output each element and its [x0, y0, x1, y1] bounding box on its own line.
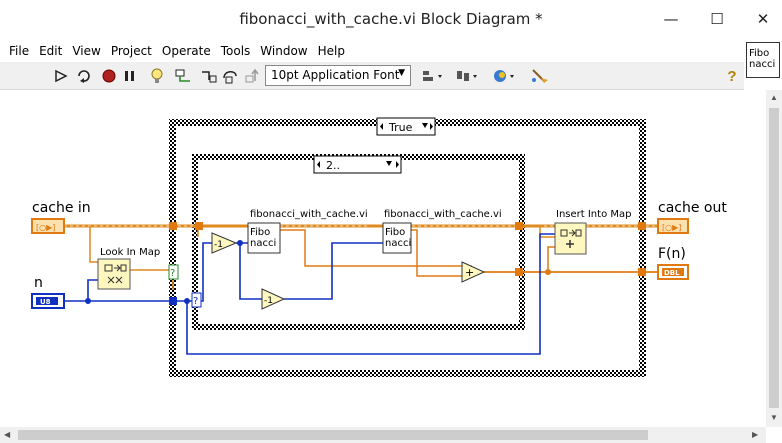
run-continuously-icon[interactable] [74, 66, 94, 86]
found-question: ? [170, 268, 175, 279]
close-button[interactable]: ✕ [756, 10, 770, 28]
svg-text:[○▶]: [○▶] [36, 223, 55, 232]
look-in-map-node[interactable]: Look In Map [97, 247, 160, 290]
fibonacci-subvi-2[interactable]: fibonacci_with_cache.vi Fibo nacci [382, 209, 502, 254]
horizontal-scrollbar[interactable]: ◀ ▶ [0, 427, 766, 443]
fibonacci-subvi-1[interactable]: fibonacci_with_cache.vi Fibo nacci [247, 209, 368, 254]
scroll-left-icon[interactable]: ◀ [4, 430, 11, 439]
menu-window[interactable]: Window [260, 44, 308, 58]
insert-into-map-node[interactable]: Insert Into Map [554, 209, 631, 255]
align-objects-icon[interactable] [420, 66, 448, 86]
horizontal-scroll-thumb[interactable] [18, 430, 648, 440]
reorder-icon[interactable] [492, 66, 520, 86]
vertical-scrollbar[interactable]: ▲ ▼ [766, 90, 782, 427]
font-select-value: 10pt Application Font [271, 68, 400, 82]
outer-case-selector[interactable]: True [376, 117, 436, 136]
decrement-node-1[interactable]: -1 [211, 232, 238, 254]
fn-terminal[interactable]: F(n) DBL [657, 246, 689, 280]
int-wire[interactable] [64, 233, 555, 355]
retain-wire-values-icon[interactable] [173, 66, 193, 86]
scroll-right-icon[interactable]: ▶ [752, 430, 759, 439]
step-over-icon[interactable] [221, 66, 241, 86]
step-out-icon[interactable] [243, 66, 263, 86]
look-in-map-label: Look In Map [100, 247, 160, 258]
clean-up-diagram-icon[interactable] [528, 66, 552, 86]
svg-text:[○▶]: [○▶] [662, 223, 681, 232]
menu-file[interactable]: File [9, 44, 30, 58]
menu-tools[interactable]: Tools [220, 44, 251, 58]
toolbar: 10pt Application Font ▼ ? [0, 62, 744, 90]
add-node[interactable]: + [461, 261, 486, 283]
distribute-objects-icon[interactable] [455, 66, 483, 86]
run-arrow-icon[interactable] [52, 66, 72, 86]
tunnels [85, 222, 646, 305]
menu-operate[interactable]: Operate [161, 44, 211, 58]
inner-case-selector[interactable]: 2.. [313, 155, 402, 174]
vi-icon-line2: nacci [749, 59, 776, 70]
chevron-down-icon: ▼ [398, 68, 405, 78]
dbl-wire[interactable] [172, 246, 658, 290]
n-label: n [34, 275, 43, 291]
window-title: fibonacci_with_cache.vi Block Diagram * [239, 10, 543, 28]
subvi-2-icon-l1: Fibo [385, 227, 405, 238]
subvi-2-icon-l2: nacci [385, 238, 411, 249]
menu-view[interactable]: View [72, 44, 101, 58]
add-label: + [465, 266, 474, 279]
cache-out-label: cache out [658, 200, 727, 216]
font-select[interactable]: 10pt Application Font ▼ [265, 65, 411, 86]
cache-in-terminal[interactable]: cache in [○▶] [31, 200, 91, 234]
pause-icon[interactable] [120, 66, 140, 86]
minimize-button[interactable]: — [663, 10, 679, 28]
inner-selector-terminal[interactable]: ? [191, 292, 202, 308]
decrement-1-label: -1 [214, 240, 223, 250]
outer-selector-terminal[interactable]: ? [168, 264, 179, 280]
n-type-label: U8 [40, 298, 51, 306]
scroll-down-icon[interactable]: ▼ [770, 413, 778, 422]
fn-label: F(n) [658, 246, 686, 262]
menu-project[interactable]: Project [110, 44, 152, 58]
fn-type-label: DBL [664, 269, 680, 277]
block-diagram-canvas[interactable]: True 2.. [0, 90, 766, 427]
menu-edit[interactable]: Edit [39, 44, 63, 58]
abort-icon[interactable] [99, 66, 119, 86]
diagram-svg: True 2.. [31, 117, 727, 377]
scroll-up-icon[interactable]: ▲ [770, 93, 778, 102]
subvi-1-icon-l2: nacci [250, 238, 276, 249]
inner-case-label: 2.. [326, 159, 340, 172]
vertical-scroll-thumb[interactable] [769, 108, 779, 408]
n-terminal[interactable]: n U8 [31, 275, 65, 309]
subvi-2-label: fibonacci_with_cache.vi [384, 209, 502, 220]
subvi-1-label: fibonacci_with_cache.vi [250, 209, 368, 220]
menu-bar: File Edit View Project Operate Tools Win… [0, 40, 744, 62]
outer-case-label: True [388, 121, 413, 134]
context-help-icon[interactable]: ? [727, 67, 737, 85]
insert-into-map-label: Insert Into Map [556, 209, 631, 220]
menu-help[interactable]: Help [317, 44, 345, 58]
inner-question: ? [193, 296, 198, 307]
decrement-node-2[interactable]: -1 [261, 288, 286, 310]
cache-in-label: cache in [32, 200, 91, 216]
cache-out-terminal[interactable]: cache out [○▶] [657, 200, 727, 234]
vi-icon[interactable]: Fibo nacci [746, 42, 780, 78]
maximize-button[interactable]: ☐ [710, 10, 724, 28]
title-bar: fibonacci_with_cache.vi Block Diagram * … [0, 0, 782, 40]
vi-icon-line1: Fibo [749, 48, 770, 59]
highlight-execution-icon[interactable] [147, 66, 167, 86]
decrement-2-label: -1 [264, 296, 273, 306]
subvi-1-icon-l1: Fibo [250, 227, 270, 238]
step-into-icon[interactable] [199, 66, 219, 86]
